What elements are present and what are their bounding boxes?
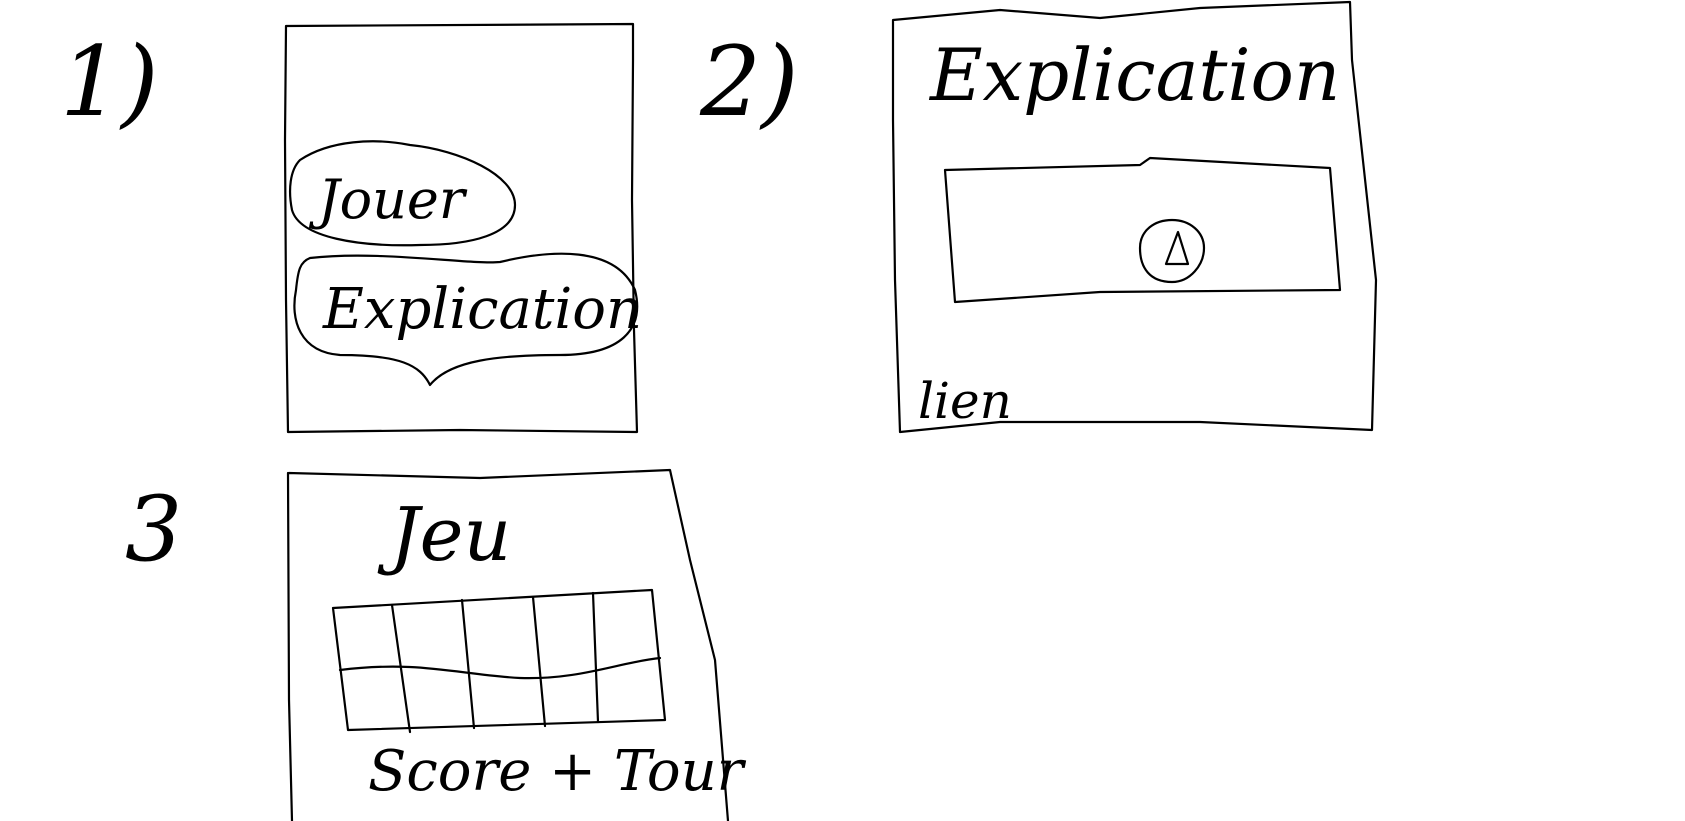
screen-1-number: 1) (60, 26, 159, 138)
explanation-button-outline[interactable] (293, 252, 639, 387)
screen-2-frame (891, 0, 1378, 434)
screen-2: 2) Explication lien (699, 0, 1378, 434)
game-grid-row-divider (338, 656, 662, 680)
play-button-label[interactable]: Jouer (308, 168, 468, 231)
screen-2-number: 2) (699, 26, 799, 138)
explanation-button-label[interactable]: Explication (322, 277, 642, 342)
info-icon-circle (1138, 218, 1206, 284)
screen-3-frame (286, 468, 730, 821)
screen-3-footer: Score + Tour (368, 739, 747, 804)
screen-1: 1) Jouer Explication (60, 22, 642, 434)
game-grid-outline[interactable] (331, 588, 667, 732)
content-panel (943, 156, 1342, 304)
screen-1-frame (283, 22, 639, 434)
game-grid-col-divider-1 (390, 603, 412, 734)
screen-2-title: Explication (928, 33, 1340, 117)
info-icon-glyph (1164, 230, 1190, 266)
game-grid-col-divider-3 (531, 595, 547, 728)
screen-3-title: Jeu (377, 492, 511, 578)
screen-2-footer[interactable]: lien (918, 372, 1012, 430)
screen-3: 3 Jeu Score + Tour (125, 468, 747, 821)
game-grid-col-divider-2 (460, 598, 476, 730)
screen-3-number: 3 (125, 477, 182, 582)
play-button-outline[interactable] (289, 140, 517, 247)
game-grid-col-divider-4 (591, 591, 600, 724)
